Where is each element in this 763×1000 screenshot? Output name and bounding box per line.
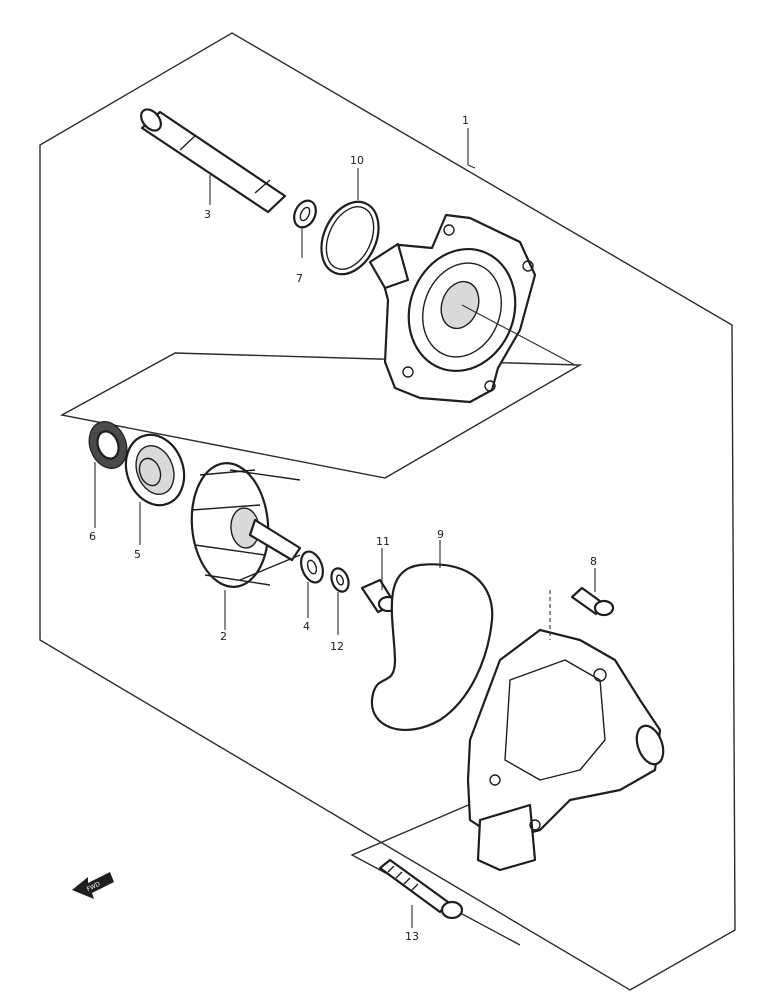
callout-11: 11 [376, 535, 390, 548]
bolt-upper-part[interactable] [570, 586, 615, 617]
pump-case-part[interactable] [466, 628, 668, 872]
callout-6: 6 [89, 530, 96, 543]
callout-10: 10 [350, 154, 364, 167]
mechanical-seal-part[interactable] [116, 427, 193, 514]
impeller-part[interactable] [187, 460, 302, 590]
o-ring-gasket-part[interactable] [370, 563, 494, 731]
callout-3: 3 [204, 208, 211, 221]
callout-13: 13 [405, 930, 419, 943]
long-bolt-part[interactable] [378, 858, 464, 920]
callout-5: 5 [134, 548, 141, 561]
washer-part[interactable] [297, 549, 327, 586]
callout-1: 1 [462, 114, 469, 127]
washer-small-part[interactable] [290, 197, 320, 231]
callout-9: 9 [437, 528, 444, 541]
oil-seal-part[interactable] [83, 416, 133, 473]
callout-8: 8 [590, 555, 597, 568]
leader-lines [94, 128, 596, 928]
gasket-washer-part[interactable] [328, 566, 351, 594]
callout-4: 4 [303, 620, 310, 633]
shaft-part[interactable] [137, 106, 287, 214]
assembly-frame [39, 32, 736, 991]
callout-7: 7 [296, 272, 303, 285]
bolt-frame [350, 799, 521, 946]
front-direction-arrow-icon: FWD [72, 872, 114, 899]
callout-2: 2 [220, 630, 227, 643]
callout-12: 12 [330, 640, 344, 653]
pump-cover-assembly[interactable] [368, 213, 537, 404]
subassembly-frame [59, 352, 583, 479]
